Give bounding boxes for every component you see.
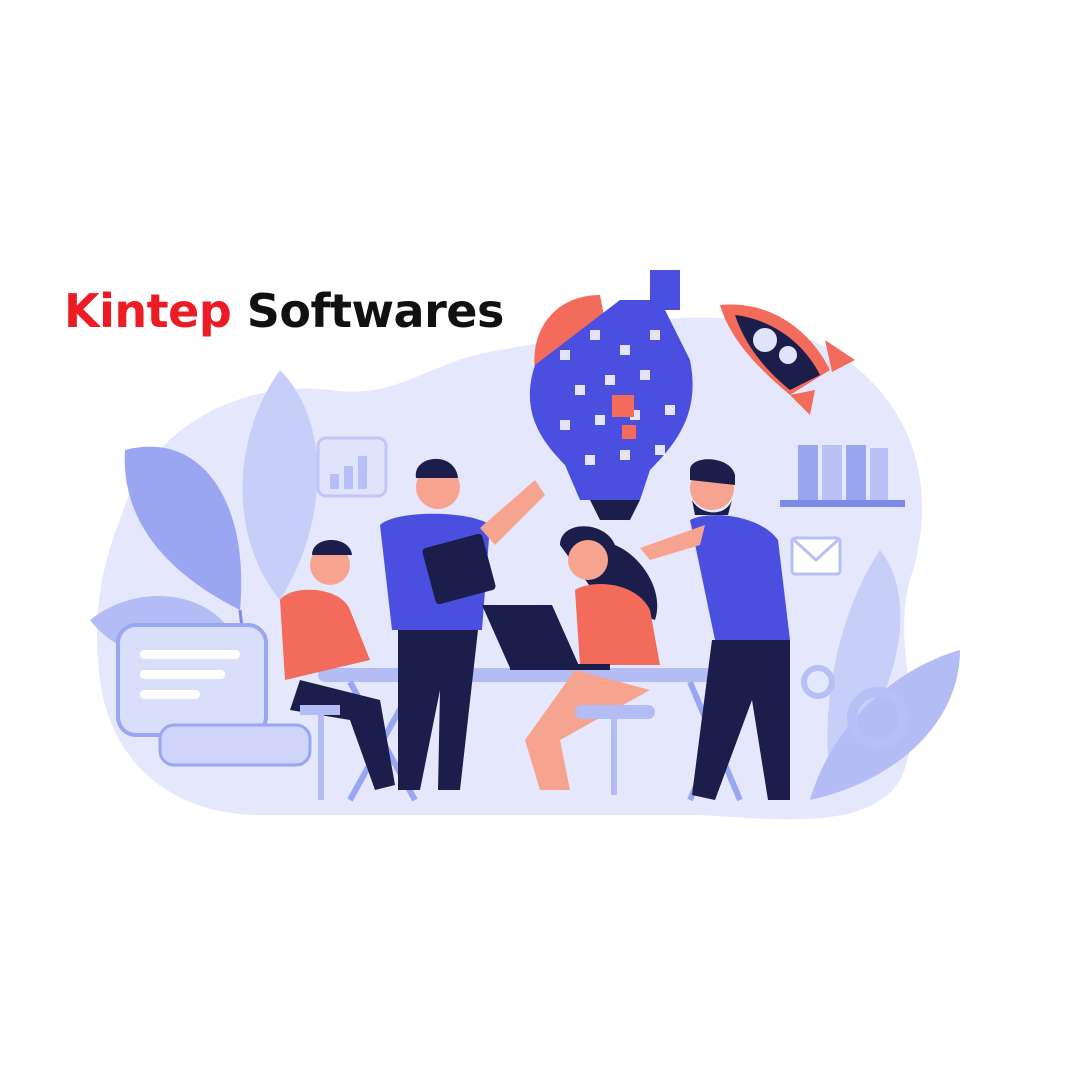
- person-standing-man-tablet: [380, 458, 545, 790]
- brand-title: Kintep Softwares: [64, 284, 504, 339]
- gear-icon: [801, 665, 909, 749]
- person-seated-man: [280, 540, 395, 800]
- plant-leaf-back: [242, 370, 318, 600]
- bar-chart-icon: [316, 436, 388, 498]
- desk-top: [318, 668, 748, 682]
- rocket-icon: [720, 304, 855, 415]
- puzzle-lightbulb-icon: [529, 270, 693, 520]
- laptop-icon: [482, 605, 610, 670]
- envelope-icon: [790, 536, 842, 576]
- person-woman-laptop: [482, 526, 660, 795]
- left-monitor: [116, 623, 268, 737]
- brand-word-softwares: Softwares: [246, 284, 505, 338]
- tablet-icon: [422, 533, 496, 605]
- books-icon: [780, 445, 905, 507]
- brand-word-kintep: Kintep: [64, 284, 232, 338]
- left-cushion: [158, 723, 312, 767]
- plant-leaf-left: [124, 446, 242, 610]
- person-standing-bearded-man: [640, 459, 790, 800]
- right-plant-leaf: [827, 550, 901, 780]
